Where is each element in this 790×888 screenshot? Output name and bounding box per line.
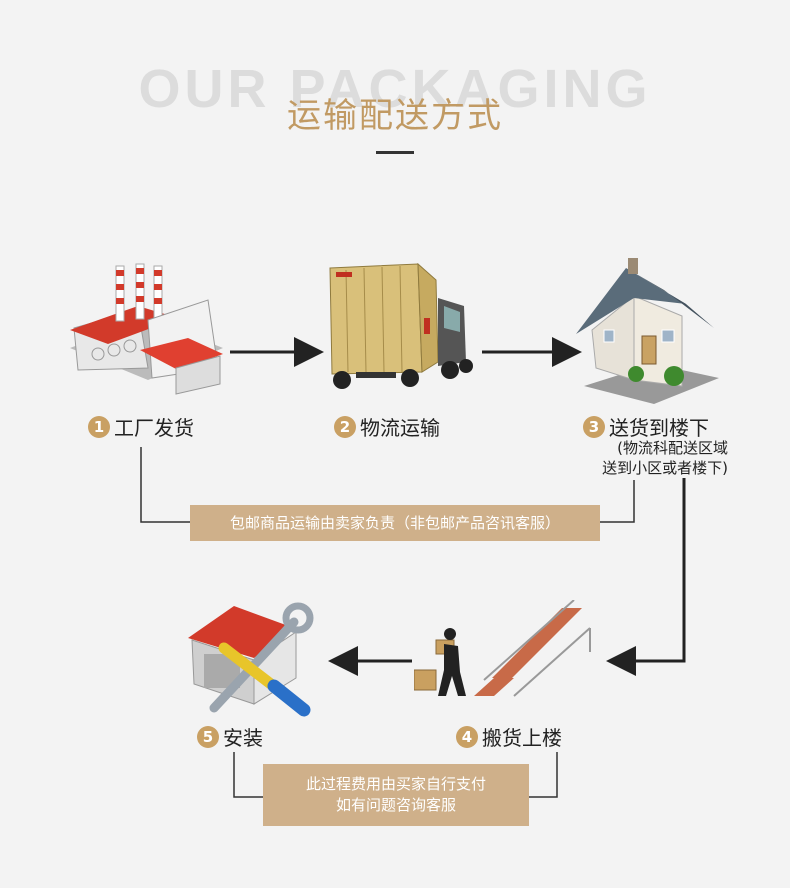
step-3-note-line1: (物流科配送区域 bbox=[617, 439, 728, 457]
install-note-line2: 如有问题咨询客服 bbox=[335, 796, 456, 814]
shipping-note-banner: 包邮商品运输由卖家负责（非包邮产品咨讯客服） bbox=[190, 505, 600, 541]
step-number-badge: 3 bbox=[583, 415, 605, 438]
stairs-carry-icon bbox=[414, 600, 591, 697]
step-2-label: 2 物流运输 bbox=[334, 412, 440, 441]
step-1-text: 工厂发货 bbox=[114, 416, 194, 440]
step-5-label: 5 安装 bbox=[197, 722, 263, 751]
title-divider bbox=[376, 151, 414, 154]
step-2-text: 物流运输 bbox=[360, 416, 440, 440]
step-4-text: 搬货上楼 bbox=[482, 726, 562, 750]
factory-icon bbox=[70, 263, 223, 395]
install-note-line1: 此过程费用由买家自行支付 bbox=[305, 775, 486, 793]
bracket-install-left bbox=[233, 752, 263, 798]
step-5-text: 安装 bbox=[223, 726, 263, 750]
truck-icon bbox=[329, 262, 473, 389]
house-icon bbox=[576, 258, 719, 404]
step-3-note-line2: 送到小区或者楼下) bbox=[602, 459, 728, 477]
step-number-badge: 4 bbox=[456, 725, 478, 748]
step-3-label: 3 送货到楼下 bbox=[583, 412, 709, 441]
bracket-shipping bbox=[140, 447, 190, 523]
step-number-badge: 2 bbox=[334, 415, 356, 438]
bracket-shipping-right bbox=[600, 480, 635, 523]
install-note-banner: 此过程费用由买家自行支付 如有问题咨询客服 bbox=[263, 764, 529, 826]
step-3-text: 送货到楼下 bbox=[609, 416, 709, 440]
step-number-badge: 1 bbox=[88, 415, 110, 438]
step-1-label: 1 工厂发货 bbox=[88, 412, 194, 441]
tools-install-icon bbox=[188, 602, 314, 717]
background-title: OUR PACKAGING bbox=[138, 59, 652, 119]
bracket-install-right bbox=[529, 752, 558, 798]
step-4-label: 4 搬货上楼 bbox=[456, 722, 562, 751]
arrow-house-to-stairs bbox=[606, 478, 686, 676]
step-number-badge: 5 bbox=[197, 725, 219, 748]
step-3-note: (物流科配送区域 送到小区或者楼下) bbox=[578, 438, 728, 478]
page-title: 运输配送方式 bbox=[287, 96, 503, 136]
